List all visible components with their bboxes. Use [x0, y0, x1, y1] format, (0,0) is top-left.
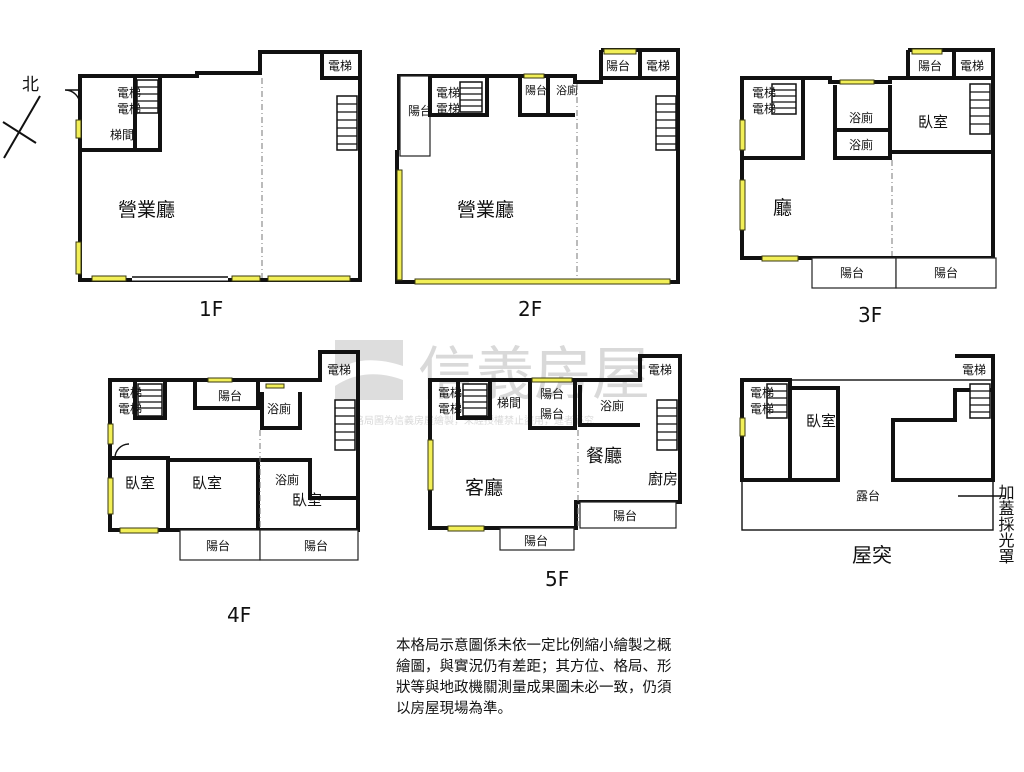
room-label: 電梯	[750, 402, 774, 416]
stair-4f	[137, 383, 163, 417]
stair-3f-b	[969, 83, 991, 135]
room-label: 營業廳	[457, 199, 514, 221]
room-label: 廳	[773, 197, 792, 219]
stair-2f-b	[655, 95, 677, 151]
floor-label: 1F	[199, 297, 223, 321]
room-label: 電梯	[327, 363, 351, 377]
room-label: 臥室	[918, 113, 948, 131]
room-label: 營業廳	[118, 199, 175, 221]
room-label: 電梯	[648, 363, 672, 377]
room-label: 浴廁	[849, 137, 873, 152]
room-label: 陽台	[304, 538, 328, 553]
stair-3f	[771, 83, 797, 115]
stair-1f	[136, 79, 159, 114]
room-label: 浴廁	[600, 398, 624, 413]
floor-label: 屋突	[852, 543, 892, 567]
floor-2f: 電梯 電梯 陽台 陽台 浴廁 陽台 電梯 營業廳 2F	[395, 48, 680, 321]
floor-1f: 電梯 電梯 梯間 電梯 營業廳 1F	[64, 50, 362, 321]
room-label: 臥室	[806, 412, 836, 430]
room-label: 陽台	[606, 58, 630, 73]
room-label: 電梯	[118, 386, 142, 400]
watermark: 信義房屋 本格局圖為信義房屋繪製，未經授權禁止盜用，違者必究	[335, 340, 650, 427]
room-label: 陽台	[525, 83, 547, 97]
stair-5f-b	[656, 399, 678, 451]
compass-label: 北	[22, 75, 39, 95]
room-label: 臥室	[192, 474, 222, 492]
floor-roof: 電梯 電梯 電梯 臥室 露台 加蓋採光罩 屋突	[739, 354, 1015, 567]
floor-5f: 電梯 電梯 梯間 陽台 陽台 浴廁 電梯 餐廳 廚房 客廳 陽台 陽台 5F	[427, 354, 682, 591]
room-label: 浴廁	[267, 401, 291, 416]
room-label: 電梯	[436, 102, 460, 116]
north-arrow-icon: 北	[2, 75, 41, 159]
stair-2f	[459, 81, 483, 113]
room-label: 電梯	[328, 59, 352, 73]
disclaimer-text: 本格局示意圖係未依一定比例縮小繪製之概 繪圖，與實況仍有差距；其方位、格局、形 …	[396, 638, 672, 717]
room-label: 客廳	[465, 477, 503, 499]
room-label: 電梯	[438, 386, 462, 400]
stair-1f-b	[336, 95, 358, 151]
room-label: 電梯	[438, 402, 462, 416]
room-label: 臥室	[125, 474, 155, 492]
room-label: 陽台	[540, 386, 564, 401]
room-label: 陽台	[206, 538, 230, 553]
room-label: 陽台	[540, 406, 564, 421]
room-label: 陽台	[840, 265, 864, 280]
floor-label: 5F	[545, 567, 569, 591]
room-label: 電梯	[117, 102, 141, 116]
room-label: 廚房	[648, 470, 678, 488]
room-label: 電梯	[118, 402, 142, 416]
room-label: 浴廁	[556, 83, 578, 97]
room-label: 電梯	[962, 363, 986, 377]
room-label: 電梯	[646, 59, 670, 73]
floor-label: 3F	[858, 303, 882, 327]
room-label: 梯間	[497, 396, 521, 410]
room-label: 浴廁	[275, 472, 299, 487]
room-label: 浴廁	[849, 110, 873, 125]
room-label: 電梯	[752, 102, 776, 116]
room-label: 陽台	[934, 265, 958, 280]
stair-4f-b	[334, 399, 356, 451]
room-label: 電梯	[960, 59, 984, 73]
room-label: 餐廳	[586, 446, 622, 467]
roof-side-note: 加蓋採光罩	[996, 484, 1015, 564]
room-label: 電梯	[117, 86, 141, 100]
room-label: 陽台	[218, 388, 242, 403]
stair-roof-b	[969, 383, 991, 419]
room-label: 陽台	[524, 533, 548, 548]
room-label: 陽台	[613, 508, 637, 523]
stair-roof	[766, 383, 788, 419]
floor-label: 2F	[518, 297, 542, 321]
room-label: 陽台	[918, 58, 942, 73]
stair-5f	[462, 383, 488, 417]
room-label: 臥室	[292, 491, 322, 509]
room-label: 電梯	[750, 386, 774, 400]
room-label: 露台	[856, 488, 880, 503]
floor-label: 4F	[227, 603, 251, 627]
room-label: 電梯	[752, 86, 776, 100]
room-label: 陽台	[408, 103, 432, 118]
floor-4f: 電梯 電梯 陽台 浴廁 浴廁 電梯 臥室 臥室 臥室 陽台 陽台 4F	[107, 350, 360, 627]
room-label: 梯間	[110, 128, 134, 142]
floor-3f: 電梯 電梯 浴廁 浴廁 臥室 陽台 電梯 廳 陽台 陽台 3F	[739, 48, 997, 327]
room-label: 電梯	[436, 86, 460, 100]
